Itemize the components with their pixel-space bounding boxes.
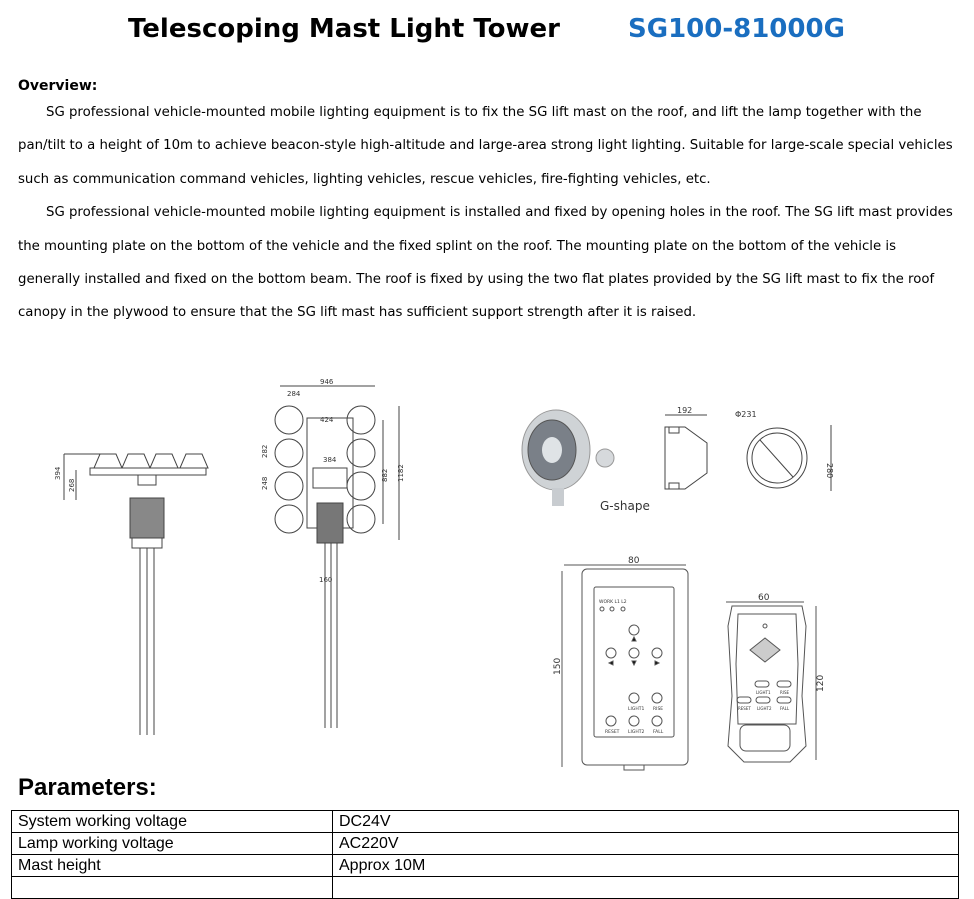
dim-label: 282 [261,445,269,458]
dim-label: 60 [758,593,770,603]
lamp-caption: G-shape [600,499,650,513]
button-label: LIGHT2 [757,706,772,711]
model-number: SG100-81000G [628,14,845,44]
button-label: RISE [780,690,789,695]
dim-label: 394 [54,466,62,480]
button-label: FALL [780,706,790,711]
lamp-head-shape [346,504,376,534]
overview-paragraph: SG professional vehicle-mounted mobile l… [18,105,953,187]
control-panel-drawing: 80 150 WORK L1 L2 LIGHT1 RISE RESET LIGH… [553,556,689,771]
lamp-head-shape [274,471,304,501]
param-name: Mast height [11,854,333,877]
dim-label: 192 [677,406,692,415]
button-label: LIGHT2 [628,729,644,735]
dim-label: 946 [320,378,334,386]
dim-label: 120 [816,675,826,692]
dim-label: 248 [261,477,269,490]
lamp-head-shape [346,471,376,501]
button-label: RISE [653,706,663,712]
side-view-drawing: 394 268 [54,453,209,735]
dim-label: 80 [628,556,640,566]
button-label: RESET [605,729,620,735]
table-row [11,876,959,899]
dim-label: 284 [287,390,301,398]
remote-drawing: 60 120 LIGHT1 RISE RESET LIGHT2 FALL [726,593,826,763]
button-label: LIGHT1 [628,706,644,712]
lamp-head-shape [274,504,304,534]
param-name: System working voltage [11,810,333,833]
dim-label: 1182 [397,464,405,482]
lamp-photo [521,409,615,506]
lamp-head-shape [346,438,376,468]
lamp-head-shape [346,405,376,435]
lamp-head-shape [274,405,304,435]
dim-label: 160 [319,576,332,584]
param-value: DC24V [332,810,959,833]
lamp-head-shape [274,438,304,468]
dim-label: 882 [381,469,389,482]
dim-label: Φ231 [735,410,757,419]
overview-heading: Overview: [18,78,98,94]
param-value: AC220V [332,832,959,855]
overview-paragraph: SG professional vehicle-mounted mobile l… [18,205,953,321]
overview-section: Overview: SG professional vehicle-mounte… [18,76,962,330]
lamp-side-drawing: 192 Φ231 280 [664,406,834,491]
button-label: FALL [653,729,664,735]
param-value: Approx 10M [332,854,959,877]
button-label: LIGHT1 [756,690,771,695]
param-name: Lamp working voltage [11,832,333,855]
page-title: Telescoping Mast Light Tower [128,14,560,44]
dim-label: 280 [825,463,834,478]
dim-label: 268 [68,479,76,492]
dim-label: 384 [323,456,337,464]
parameters-heading: Parameters: [18,774,157,801]
led-labels: WORK L1 L2 [599,599,627,605]
front-view-drawing: 946 284 424 282 384 248 882 1182 160 [261,378,405,728]
dim-label: 424 [320,416,334,424]
button-label: RESET [738,706,751,711]
dim-label: 150 [553,658,563,675]
